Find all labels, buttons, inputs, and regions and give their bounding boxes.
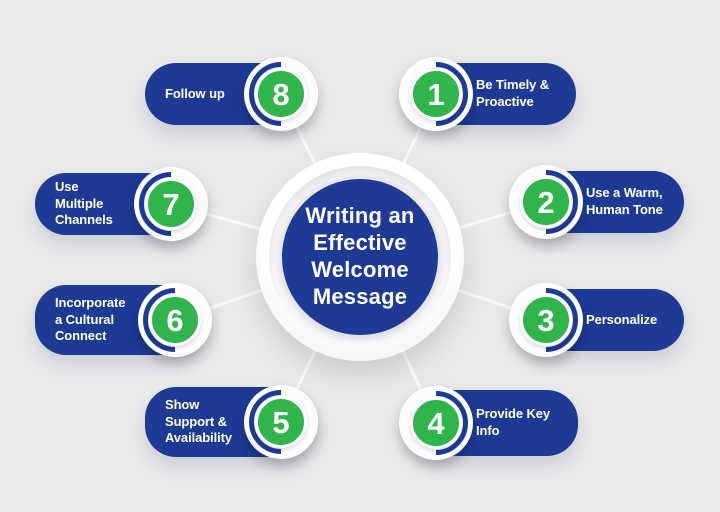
step-label-8: Follow up — [165, 85, 225, 101]
step-number-circle: 1 — [410, 68, 462, 120]
diagram-title: Writing an Effective Welcome Message — [305, 203, 415, 309]
step-badge-2: 2 — [509, 165, 583, 239]
step-badge-6: 6 — [138, 283, 212, 357]
step-number-8: 8 — [272, 76, 290, 112]
step-badge-3: 3 — [509, 283, 583, 357]
step-number-4: 4 — [427, 405, 445, 441]
step-label-5: Show Support & Availability — [165, 396, 232, 446]
step-number-6: 6 — [166, 302, 184, 338]
step-label-1: Be Timely & Proactive — [476, 77, 550, 109]
hub-core-circle: Writing an Effective Welcome Message — [282, 179, 438, 335]
step-number-1: 1 — [427, 76, 445, 112]
step-number-circle: 6 — [149, 294, 201, 346]
step-number-circle: 8 — [255, 68, 307, 120]
step-badge-8: 8 — [244, 57, 318, 131]
step-label-2: Use a Warm, Human Tone — [586, 185, 663, 217]
step-number-5: 5 — [272, 404, 290, 440]
step-badge-4: 4 — [399, 386, 473, 460]
step-label-3: Personalize — [586, 311, 658, 327]
step-number-3: 3 — [537, 302, 555, 338]
step-badge-7: 7 — [134, 167, 208, 241]
step-number-circle: 2 — [520, 176, 572, 228]
step-label-6: Incorporate a Cultural Connect — [55, 294, 126, 344]
central-hub: Writing an Effective Welcome Message — [256, 153, 464, 361]
step-label-7: Use Multiple Channels — [55, 178, 113, 228]
step-number-circle: 3 — [520, 294, 572, 346]
step-label-4: Provide Key Info — [476, 406, 551, 438]
step-badge-1: 1 — [399, 57, 473, 131]
step-number-2: 2 — [537, 184, 555, 220]
step-number-7: 7 — [162, 186, 180, 222]
step-number-circle: 7 — [145, 178, 197, 230]
step-badge-5: 5 — [244, 385, 318, 459]
step-number-circle: 5 — [255, 396, 307, 448]
step-number-circle: 4 — [410, 397, 462, 449]
